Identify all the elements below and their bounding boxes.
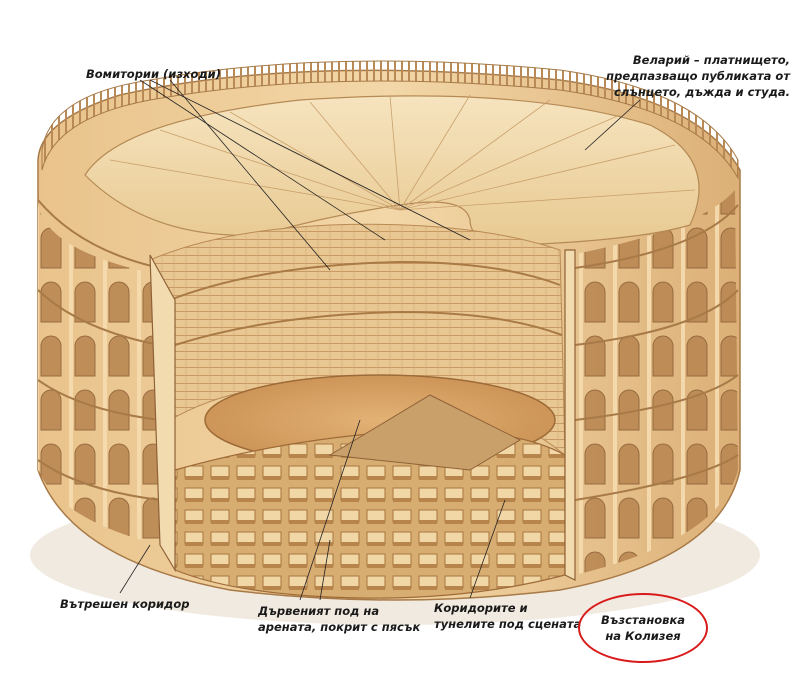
right-arcades bbox=[570, 190, 738, 575]
attic-poles bbox=[41, 60, 739, 180]
tier-bands bbox=[37, 199, 739, 501]
label-arena-floor: Дървеният под на арената, покрит с пясък bbox=[258, 604, 421, 634]
label-inner-corridor: Вътрешен коридор bbox=[60, 597, 190, 611]
label-corridors-tunnels: Коридорите и тунелите под сцената bbox=[434, 601, 582, 631]
label-vomitoria: Вомитории (изходи) bbox=[86, 67, 221, 81]
velarium-ribs bbox=[109, 94, 696, 211]
left-section-cut bbox=[149, 254, 176, 573]
label-velarium: Веларий – платнището, предпазващо публик… bbox=[606, 53, 790, 99]
right-section-cut bbox=[564, 249, 576, 581]
arena-cutaway bbox=[328, 394, 522, 471]
leader-lines bbox=[119, 79, 641, 601]
left-arcades bbox=[38, 200, 160, 545]
caption-reconstruction: Възстановка на Колизея bbox=[578, 593, 708, 663]
velarium bbox=[84, 95, 700, 246]
